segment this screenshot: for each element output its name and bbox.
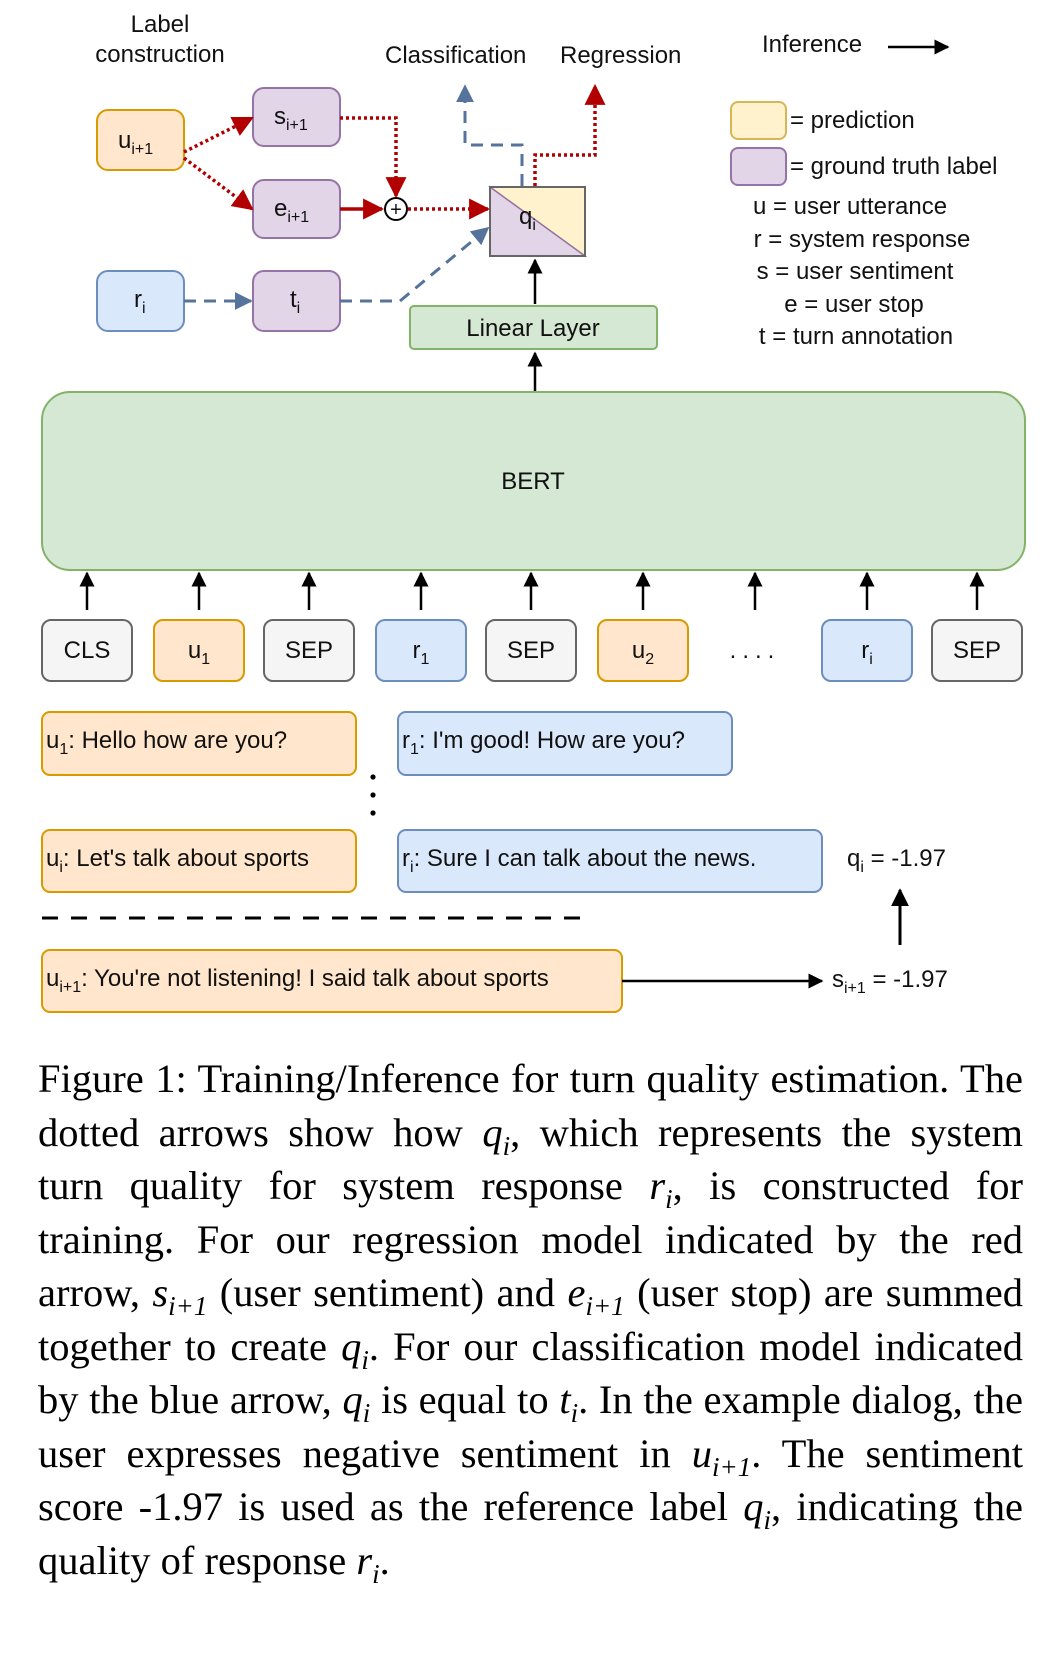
arrow-t-to-q (340, 226, 490, 303)
token--6: .... (730, 571, 781, 664)
svg-text:SEP: SEP (953, 637, 1001, 664)
svg-text:+: + (390, 199, 402, 221)
svg-text:u2: u2 (632, 637, 654, 668)
arrow-s-to-sum (340, 116, 407, 199)
token-cls-0: CLS (41, 571, 133, 682)
svg-text:Linear Layer: Linear Layer (466, 315, 599, 342)
dialog-r1: r1: I'm good! How are you? (397, 711, 733, 776)
arrow-regression (533, 83, 606, 186)
token-u2-5: u2 (597, 571, 689, 682)
arrow-u-to-e (182, 156, 254, 211)
svg-text:r1: I'm good! How are you?: r1: I'm good! How are you? (402, 727, 685, 758)
svg-text:....: .... (730, 637, 781, 664)
legend-s: s = user sentiment (757, 258, 954, 285)
legend-e: e = user stop (784, 291, 923, 318)
svg-text:ui: Let's talk about sports: ui: Let's talk about sports (46, 845, 309, 876)
legend-ground-truth-swatch (730, 147, 787, 186)
legend-ground-truth: = ground truth label (790, 153, 997, 180)
token-sep-8: SEP (931, 571, 1023, 682)
svg-text:SEP: SEP (285, 637, 333, 664)
inference-label: Inference (762, 31, 862, 58)
svg-text:si+1: si+1 (274, 103, 308, 134)
svg-text:u1: Hello how are you?: u1: Hello how are you? (46, 727, 287, 758)
node-u-next: ui+1 (96, 109, 185, 171)
svg-text:ei+1: ei+1 (274, 195, 309, 226)
sum-node: + (384, 197, 408, 221)
node-r-i: ri (96, 270, 185, 332)
token-sep-4: SEP (485, 571, 577, 682)
dialog-ri: ri: Sure I can talk about the news. (397, 829, 823, 893)
node-q-i: qi (487, 185, 588, 258)
svg-text:ri: ri (861, 637, 873, 668)
label-construction-title-line1: Label (131, 11, 190, 38)
legend-u: u = user utterance (753, 193, 947, 220)
node-s-next: si+1 (252, 87, 341, 147)
svg-text:ri: ri (134, 286, 146, 317)
token-u1-1: u1 (153, 571, 245, 682)
token-ri-7: ri (821, 571, 913, 682)
svg-text:SEP: SEP (507, 637, 555, 664)
architecture-diagram: Label construction Classification Regres… (41, 11, 1026, 1013)
dialog-ui: ui: Let's talk about sports (41, 829, 357, 893)
token-sep-2: SEP (263, 571, 355, 682)
legend-t: t = turn annotation (759, 323, 953, 350)
dialog-ellipsis (370, 774, 376, 816)
node-t-i: ti (252, 270, 341, 332)
svg-text:r1: r1 (413, 637, 430, 668)
legend-prediction-swatch (730, 101, 787, 140)
svg-text:ti: ti (290, 286, 300, 317)
classification-label: Classification (385, 42, 526, 69)
svg-text:qi: qi (519, 203, 536, 234)
legend: = prediction = ground truth label u = us… (730, 101, 997, 350)
arrow-u-to-s (183, 116, 254, 154)
q-i-value: qi = -1.97 (847, 845, 946, 876)
svg-text:ri: Sure I can talk about the: ri: Sure I can talk about the news. (402, 845, 756, 876)
label-construction-title-line2: construction (95, 41, 224, 68)
figure-caption: Figure 1: Training/Inference for turn qu… (38, 1056, 1023, 1589)
arrow-classification (456, 84, 524, 186)
linear-layer-box: Linear Layer (409, 305, 658, 350)
bert-block: BERT (41, 391, 1026, 571)
legend-prediction: = prediction (790, 107, 915, 134)
dialog-u-next: ui+1: You're not listening! I said talk … (41, 949, 623, 1013)
node-e-next: ei+1 (252, 179, 341, 239)
dialog-u1: u1: Hello how are you? (41, 711, 357, 776)
svg-text:BERT: BERT (501, 468, 565, 495)
svg-text:ui+1: ui+1 (118, 127, 153, 158)
svg-text:CLS: CLS (64, 637, 111, 664)
svg-text:u1: u1 (188, 637, 210, 668)
svg-text:ui+1: You're not listening! I: ui+1: You're not listening! I said talk … (46, 965, 549, 996)
regression-label: Regression (560, 42, 681, 69)
legend-r: r = system response (754, 226, 971, 253)
s-next-value: si+1 = -1.97 (832, 966, 948, 997)
token-r1-3: r1 (375, 571, 467, 682)
token-row: CLS u1 SEP r1 SEP u2.... ri SEP (41, 571, 1023, 682)
